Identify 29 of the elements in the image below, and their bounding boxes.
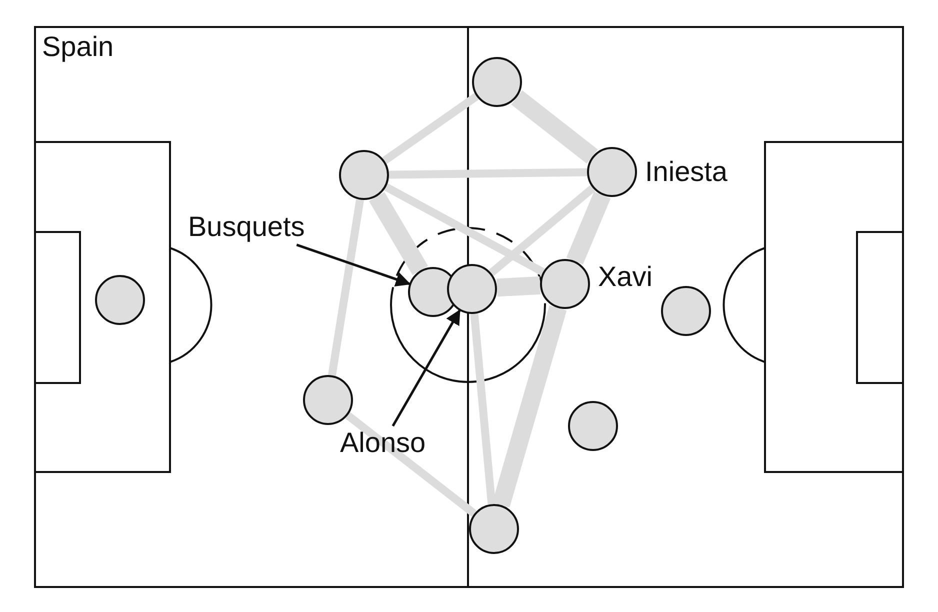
player-name: Busquets xyxy=(188,212,305,243)
player-circle xyxy=(303,375,353,425)
player-circle xyxy=(587,147,637,197)
pass-line xyxy=(345,412,477,517)
pass-line xyxy=(511,90,598,164)
player-circle xyxy=(472,57,522,107)
pass-line xyxy=(496,276,541,297)
pass-line xyxy=(384,183,545,276)
player-circle xyxy=(339,150,389,200)
team-name: Spain xyxy=(42,32,114,63)
player-name: Alonso xyxy=(340,428,426,459)
player-name: Iniesta xyxy=(645,157,728,188)
player-circle xyxy=(540,259,590,309)
pass-line xyxy=(470,314,496,504)
pass-line xyxy=(488,184,596,276)
pass-line xyxy=(328,199,364,376)
player-circle xyxy=(568,401,618,451)
leader-line xyxy=(392,309,461,427)
pass-line xyxy=(388,168,588,179)
player-name: Xavi xyxy=(598,262,652,293)
pass-line xyxy=(368,192,428,276)
player-circle xyxy=(95,275,145,325)
pass-line xyxy=(492,306,567,508)
pass-line xyxy=(382,93,479,164)
player-circle xyxy=(661,286,711,336)
player-circle xyxy=(447,264,497,314)
player-circle xyxy=(469,504,519,554)
leader-line xyxy=(296,244,411,286)
pass-line xyxy=(566,192,611,264)
